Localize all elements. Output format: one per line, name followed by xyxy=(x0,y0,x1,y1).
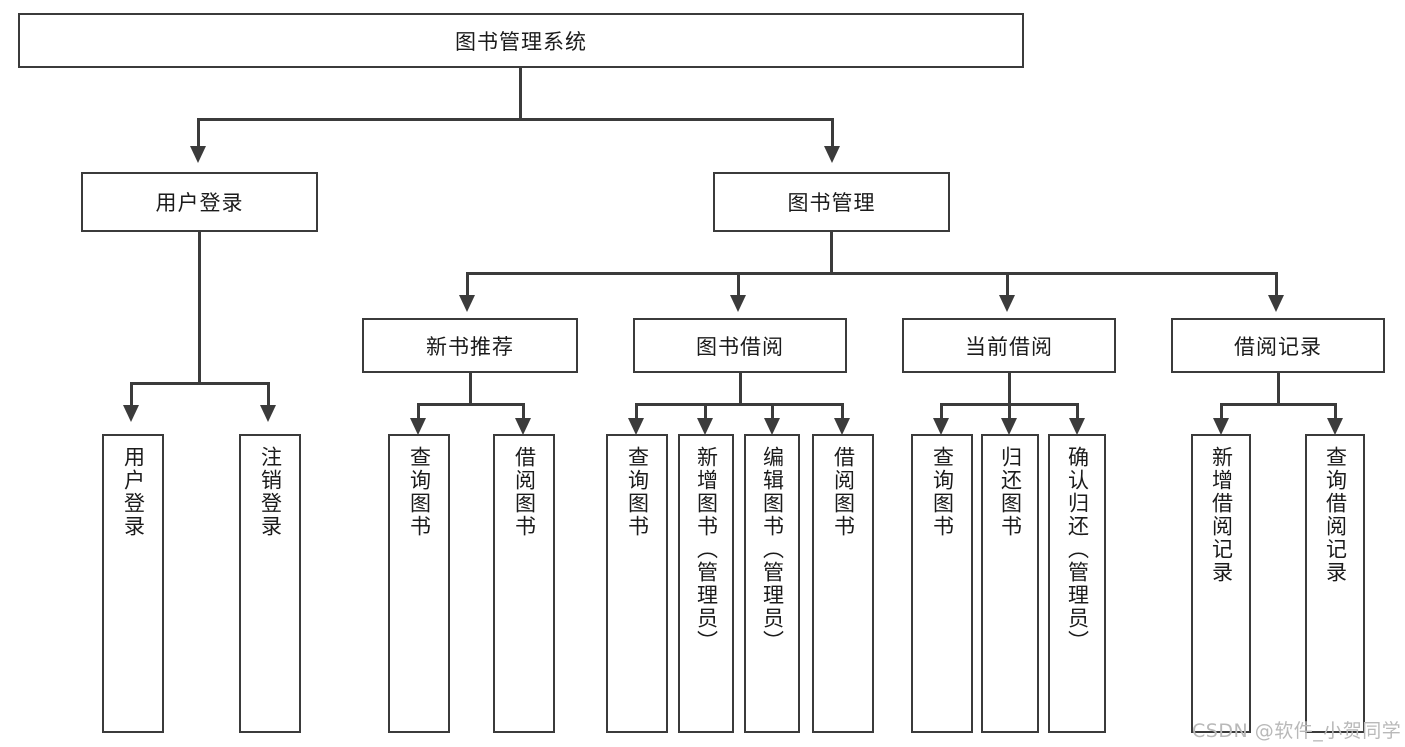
arrowhead-br-add xyxy=(1213,418,1229,435)
node-label: 图书借阅 xyxy=(696,334,784,359)
leaf-label: 查询图书 xyxy=(625,446,650,538)
connector-user-login-drop-1 xyxy=(130,382,133,407)
arrowhead-nb-query xyxy=(410,418,426,435)
connector-user-login-stem xyxy=(198,232,201,384)
connector-user-login-bus xyxy=(130,382,270,385)
connector-new-book-stem xyxy=(469,373,472,405)
connector-level3-bus xyxy=(466,272,1278,275)
node-book-management[interactable]: 图书管理 xyxy=(713,172,950,232)
connector-bb-drop-1 xyxy=(635,403,638,421)
connector-drop-current-borrow xyxy=(1006,272,1009,297)
arrowhead-cb-query xyxy=(933,418,949,435)
arrowhead-current-borrow xyxy=(999,295,1015,312)
connector-user-login-drop-2 xyxy=(267,382,270,407)
leaf-label: 归还图书 xyxy=(998,446,1023,538)
arrowhead-leaf-logout xyxy=(260,405,276,422)
connector-bb-drop-2 xyxy=(704,403,707,421)
connector-borrow-record-stem xyxy=(1277,373,1280,405)
connector-to-book-mgmt xyxy=(831,118,834,148)
arrowhead-book-mgmt xyxy=(824,146,840,163)
connector-root-stem xyxy=(519,68,522,120)
leaf-label: 确认归还（管理员） xyxy=(1065,446,1090,653)
leaf-br-add-record[interactable]: 新增借阅记录 xyxy=(1191,434,1251,733)
connector-root-bus xyxy=(197,118,834,121)
connector-bb-drop-3 xyxy=(771,403,774,421)
connector-drop-book-borrow xyxy=(737,272,740,297)
arrowhead-bb-add xyxy=(697,418,713,435)
connector-cb-drop-2 xyxy=(1008,403,1011,421)
connector-br-drop-2 xyxy=(1334,403,1337,421)
connector-drop-borrow-record xyxy=(1275,272,1278,297)
node-root-system[interactable]: 图书管理系统 xyxy=(18,13,1024,68)
leaf-label: 注销登录 xyxy=(258,446,283,538)
arrowhead-new-book xyxy=(459,295,475,312)
leaf-label: 编辑图书（管理员） xyxy=(760,446,785,653)
leaf-label: 查询图书 xyxy=(407,446,432,538)
connector-book-borrow-stem xyxy=(739,373,742,405)
leaf-label: 用户登录 xyxy=(121,446,146,538)
leaf-bb-lend-book[interactable]: 借阅图书 xyxy=(812,434,874,733)
csdn-watermark: CSDN @软件_小贺同学 xyxy=(1192,720,1402,742)
leaf-bb-query-book[interactable]: 查询图书 xyxy=(606,434,668,733)
leaf-bb-edit-book[interactable]: 编辑图书（管理员） xyxy=(744,434,800,733)
arrowhead-cb-return xyxy=(1001,418,1017,435)
arrowhead-leaf-user-login xyxy=(123,405,139,422)
node-label: 借阅记录 xyxy=(1234,334,1322,359)
connector-book-borrow-bus xyxy=(635,403,844,406)
connector-book-mgmt-stem xyxy=(830,232,833,274)
node-label: 图书管理系统 xyxy=(455,29,587,54)
leaf-label: 借阅图书 xyxy=(512,446,537,538)
node-label: 新书推荐 xyxy=(426,334,514,359)
connector-drop-new-book xyxy=(466,272,469,297)
leaf-nb-borrow-book[interactable]: 借阅图书 xyxy=(493,434,555,733)
connector-bb-drop-4 xyxy=(841,403,844,421)
node-book-borrow[interactable]: 图书借阅 xyxy=(633,318,847,373)
connector-cb-drop-1 xyxy=(940,403,943,421)
arrowhead-bb-lend xyxy=(834,418,850,435)
leaf-cb-return-book[interactable]: 归还图书 xyxy=(981,434,1039,733)
arrowhead-br-query xyxy=(1327,418,1343,435)
leaf-user-login[interactable]: 用户登录 xyxy=(102,434,164,733)
node-user-login[interactable]: 用户登录 xyxy=(81,172,318,232)
connector-cb-drop-3 xyxy=(1076,403,1079,421)
leaf-label: 查询图书 xyxy=(930,446,955,538)
arrowhead-nb-borrow xyxy=(515,418,531,435)
arrowhead-book-borrow xyxy=(730,295,746,312)
connector-to-user-login xyxy=(197,118,200,148)
leaf-cb-confirm-return[interactable]: 确认归还（管理员） xyxy=(1048,434,1106,733)
arrowhead-borrow-record xyxy=(1268,295,1284,312)
arrowhead-bb-edit xyxy=(764,418,780,435)
arrowhead-bb-query xyxy=(628,418,644,435)
leaf-logout[interactable]: 注销登录 xyxy=(239,434,301,733)
leaf-cb-query-book[interactable]: 查询图书 xyxy=(911,434,973,733)
leaf-br-query-record[interactable]: 查询借阅记录 xyxy=(1305,434,1365,733)
connector-new-book-bus xyxy=(417,403,525,406)
arrowhead-cb-confirm xyxy=(1069,418,1085,435)
node-current-borrow[interactable]: 当前借阅 xyxy=(902,318,1116,373)
node-new-book-recommend[interactable]: 新书推荐 xyxy=(362,318,578,373)
connector-new-book-drop-2 xyxy=(522,403,525,421)
connector-borrow-record-bus xyxy=(1220,403,1337,406)
node-borrow-record[interactable]: 借阅记录 xyxy=(1171,318,1385,373)
leaf-label: 查询借阅记录 xyxy=(1323,446,1348,584)
leaf-nb-query-book[interactable]: 查询图书 xyxy=(388,434,450,733)
leaf-label: 新增图书（管理员） xyxy=(694,446,719,653)
node-label: 当前借阅 xyxy=(965,334,1053,359)
connector-current-borrow-stem xyxy=(1008,373,1011,405)
node-label: 用户登录 xyxy=(155,191,244,215)
arrowhead-user-login xyxy=(190,146,206,163)
node-label: 图书管理 xyxy=(787,191,876,215)
leaf-label: 新增借阅记录 xyxy=(1209,446,1234,584)
leaf-bb-add-book[interactable]: 新增图书（管理员） xyxy=(678,434,734,733)
connector-new-book-drop-1 xyxy=(417,403,420,421)
leaf-label: 借阅图书 xyxy=(831,446,856,538)
connector-br-drop-1 xyxy=(1220,403,1223,421)
